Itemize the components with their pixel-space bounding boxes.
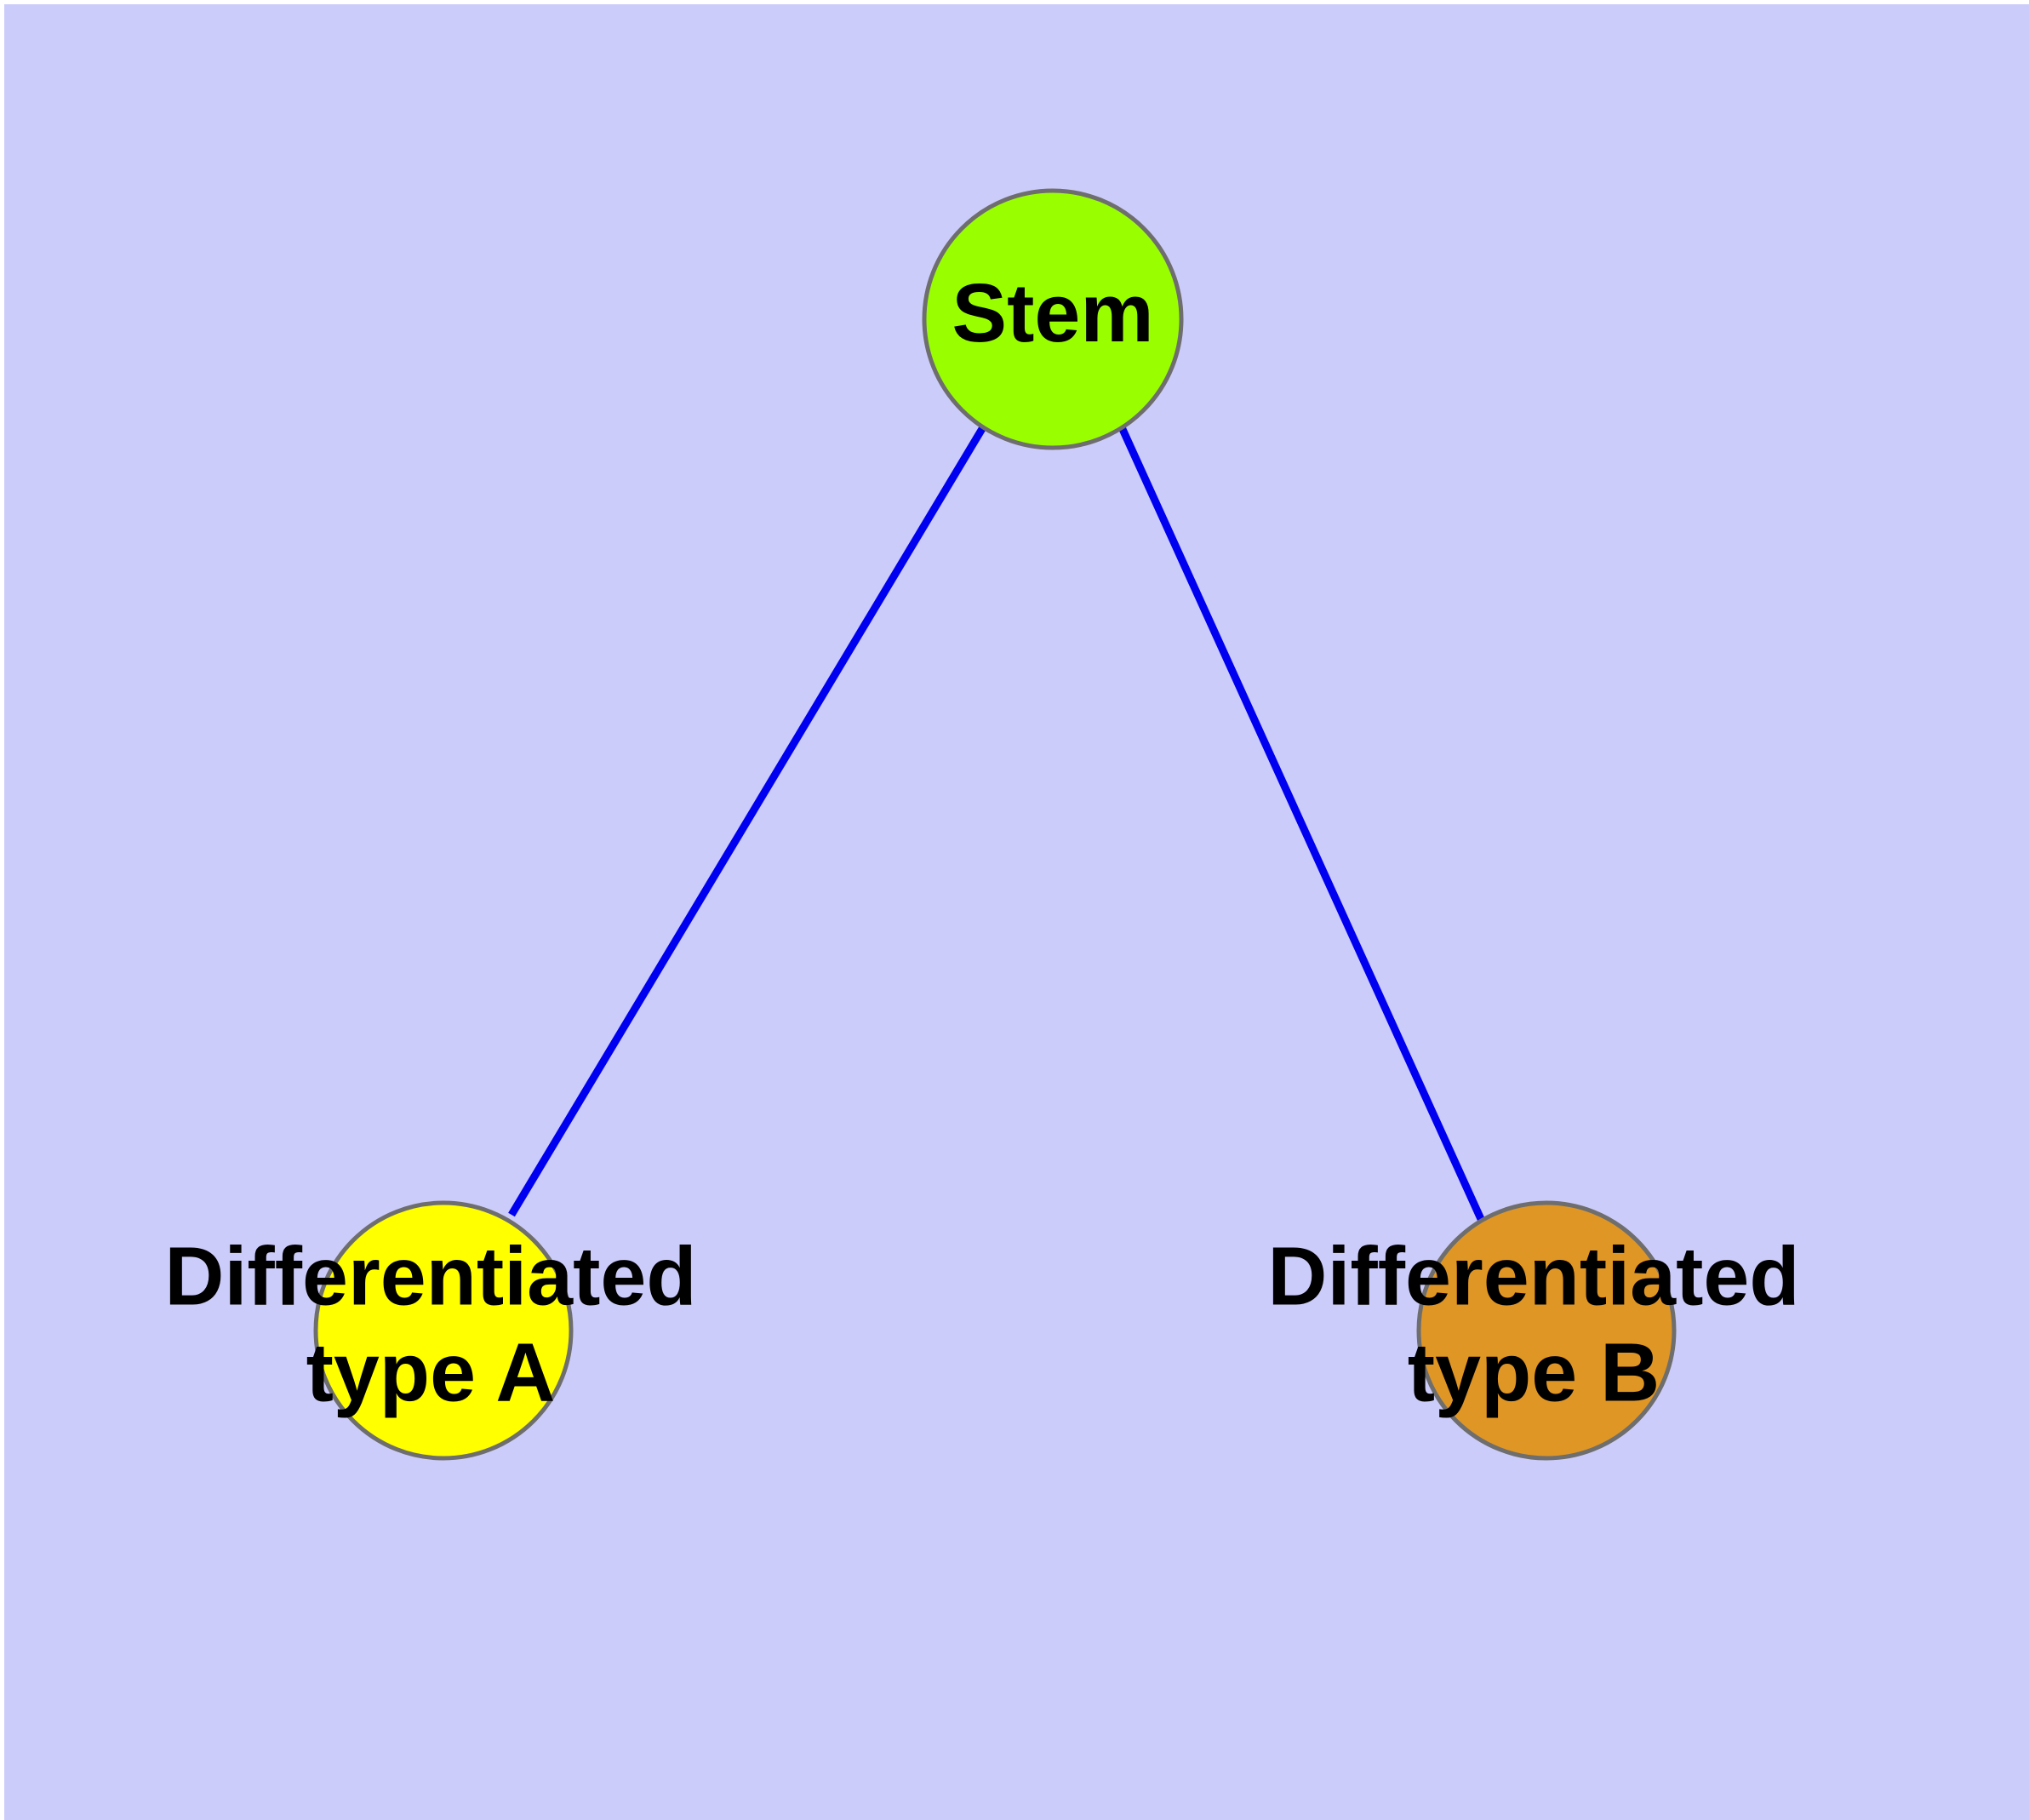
node-stem[interactable]: Stem [922, 188, 1184, 450]
node-label-line: Differentiated [164, 1229, 696, 1322]
node-label-line: type B [1408, 1325, 1660, 1418]
node-circle-diff_b[interactable] [1416, 1200, 1677, 1461]
edge-stem-to-diff-a [508, 425, 986, 1217]
edges-group [508, 425, 1485, 1221]
edge-stem-to-diff-b [1117, 426, 1485, 1221]
node-circle-stem[interactable] [922, 188, 1184, 450]
node-label-line: Stem [952, 266, 1153, 359]
node-circle-diff_a[interactable] [313, 1200, 574, 1461]
node-label-stem: Stem [952, 266, 1153, 359]
node-label-line: type A [306, 1325, 556, 1418]
node-label-line: Differentiated [1267, 1229, 1799, 1322]
